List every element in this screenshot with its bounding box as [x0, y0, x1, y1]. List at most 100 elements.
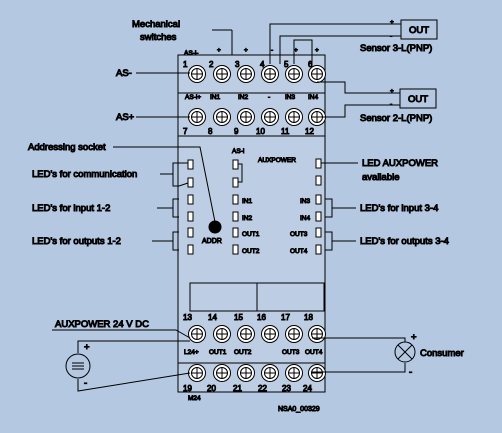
consumer-lamp-cross [397, 344, 413, 360]
consumer-minus: - [409, 367, 412, 378]
m24-label: M24 [188, 395, 201, 402]
term-label: + [294, 47, 298, 54]
led-out4 [315, 244, 322, 255]
consumer-wire-plus [312, 337, 406, 342]
sensor-3-wire-minus [279, 35, 401, 64]
term-label: OUT2 [234, 349, 252, 356]
term-label: IN2 [238, 94, 249, 101]
terminal-screw [261, 65, 279, 83]
leds-comm-label: LED's for communication [32, 169, 137, 180]
sensor-3-out-text: OUT [409, 25, 429, 36]
term-number: 20 [207, 384, 216, 393]
aux-plus: + [84, 342, 90, 353]
terminal-screw [285, 364, 303, 382]
terminal-screw [308, 65, 326, 83]
consumer-label: Consumer [420, 348, 464, 359]
led-out1 [187, 227, 194, 238]
terminal-screw [285, 108, 303, 126]
terminal-screw [237, 65, 255, 83]
terminal-screw [285, 65, 303, 83]
sensor-3-out-box [400, 19, 438, 40]
aux-wire-plus [77, 340, 190, 353]
drawing-number: NSA0_00329 [278, 406, 320, 413]
term-number: 12 [305, 127, 314, 136]
led-asi-2 [232, 177, 239, 188]
terminal-screw [261, 364, 279, 382]
sensor-2-wire-plus [317, 81, 400, 94]
dc-source [65, 353, 91, 379]
bracket [238, 163, 243, 183]
terminal-row-bottom-lower [188, 364, 326, 382]
bracket [172, 231, 179, 251]
sensor-3-wire-in [293, 39, 313, 64]
term-number: 9 [234, 127, 239, 136]
led-aux-label-1: LED AUXPOWER [362, 158, 438, 169]
led-aux-label-2: available [362, 172, 400, 183]
terminal-screw [213, 364, 231, 382]
led-out3 [315, 227, 322, 238]
in-right-label: IN4 [300, 215, 311, 222]
term-number: 22 [258, 384, 267, 393]
sensor-2-out-box [399, 88, 437, 109]
term-label: + [217, 47, 221, 54]
terminal-screw [308, 108, 326, 126]
sensor-3-plus: + [390, 19, 394, 26]
asi-led-label: AS-i [232, 148, 244, 155]
led-in2-center [232, 211, 239, 222]
in-right-label: IN3 [300, 198, 311, 205]
in-left-label: IN2 [242, 215, 253, 222]
term-number: 21 [233, 384, 242, 393]
out-right-label: OUT4 [290, 248, 308, 255]
term-number: 19 [183, 384, 192, 393]
sensor-2-plus: + [390, 88, 394, 95]
term-number: 10 [256, 127, 265, 136]
bracket [325, 198, 333, 218]
term-number: 17 [281, 313, 290, 322]
term-number: 23 [282, 384, 291, 393]
terminal-screw [237, 325, 255, 343]
terminal-screw [213, 65, 231, 83]
sensor-2-out-text: OUT [408, 94, 428, 105]
bracket [325, 231, 333, 251]
sensor-3-wire-plus [269, 23, 401, 64]
consumer-plus: + [411, 332, 417, 343]
terminal-screw [285, 325, 303, 343]
term-label: AS-i+ [185, 94, 201, 101]
aux-wire-minus [77, 372, 191, 392]
led-in3 [315, 194, 322, 205]
leds-in34-label: LED's for input 3-4 [360, 203, 438, 214]
as-minus-label: AS- [116, 68, 132, 79]
term-label: + [315, 47, 319, 54]
terminal-screw [188, 325, 206, 343]
term-number: 14 [208, 313, 217, 322]
term-number: 2 [209, 60, 214, 69]
addressing-socket-leader [113, 146, 216, 223]
led-auxpower [315, 158, 322, 169]
terminal-row-top [188, 65, 326, 83]
terminal-screw [213, 325, 231, 343]
leds-out12-label: LED's for outputs 1-2 [32, 236, 121, 247]
sensor-3-label: Sensor 3-L(PNP) [360, 43, 432, 54]
auxpower-led-label: AUXPOWER [258, 157, 296, 164]
sensor-2-label: Sensor 2-L(PNP) [360, 113, 432, 124]
term-number: 11 [281, 127, 290, 136]
led-in2 [187, 211, 194, 222]
term-label: IN1 [210, 94, 221, 101]
term-number: 5 [284, 60, 289, 69]
term-number: 16 [257, 313, 266, 322]
led-in1-center [232, 194, 239, 205]
led-out1-center [232, 227, 239, 238]
term-label: OUT4 [305, 349, 323, 356]
bracket [172, 198, 179, 218]
term-label: IN3 [285, 94, 296, 101]
terminal-screw [261, 325, 279, 343]
led-in4 [315, 211, 322, 222]
consumer-wire-minus [312, 363, 406, 373]
out-left-label: OUT1 [242, 231, 260, 238]
led-asi-1 [232, 159, 239, 170]
leds-in12-label: LED's for input 1-2 [32, 203, 110, 214]
terminal-screw [237, 364, 255, 382]
term-number: 1 [183, 60, 188, 69]
as-plus-label: AS+ [116, 112, 135, 123]
